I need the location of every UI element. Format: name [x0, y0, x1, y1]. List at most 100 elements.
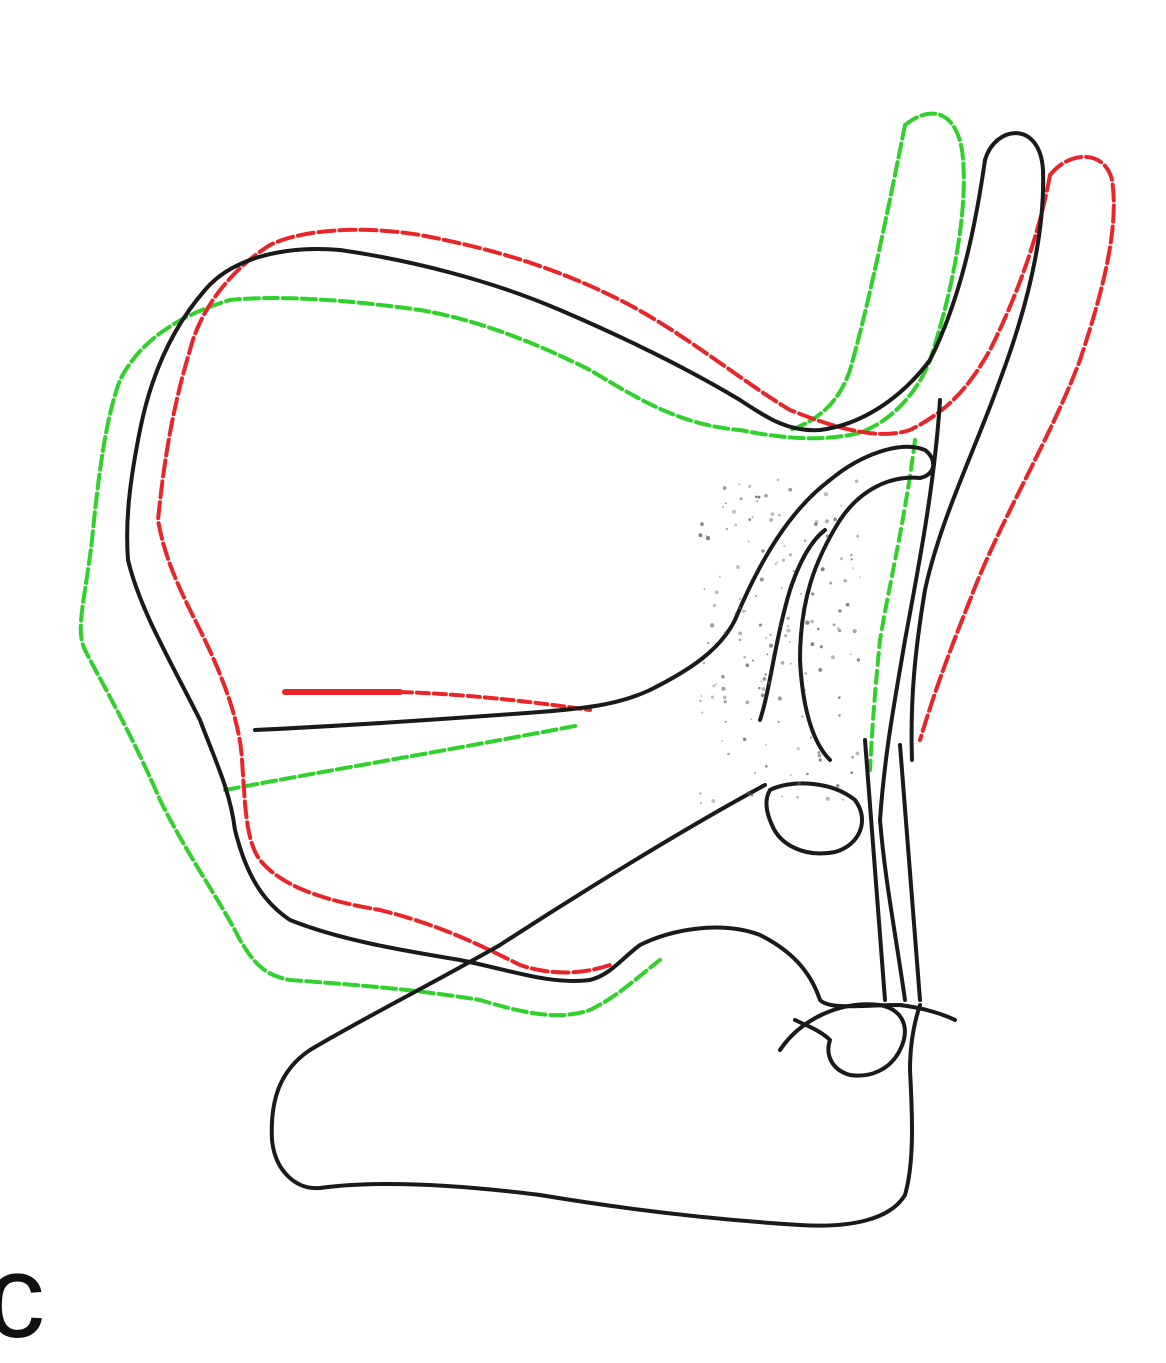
- stipple-dot: [755, 569, 758, 573]
- red-tongue-line-dashed: [398, 690, 592, 712]
- stipple-dot: [757, 495, 761, 499]
- stipple-dot: [856, 534, 860, 538]
- stipple-dot: [830, 655, 835, 660]
- black-palate-contour: [909, 131, 1046, 762]
- stipple-dot: [710, 695, 714, 699]
- black-hyoid-blob: [764, 781, 865, 856]
- stipple-dot: [747, 540, 750, 543]
- stipple-dot: [818, 667, 823, 672]
- stipple-dot: [746, 791, 751, 796]
- stipple-dot: [724, 502, 727, 505]
- stipple-dot: [823, 492, 829, 497]
- black-loop: [778, 1002, 907, 1078]
- stipple-dot: [722, 695, 727, 700]
- black-larynx-tube-left: [863, 738, 887, 1002]
- green-posterior-wall: [868, 438, 917, 772]
- stipple-dot: [811, 592, 815, 596]
- stipple-dot: [788, 640, 791, 643]
- stipple-dot: [836, 627, 840, 630]
- epiglottis-shading: [698, 478, 861, 805]
- black-epiglottis-inner: [758, 528, 827, 722]
- stipple-dot: [820, 567, 825, 572]
- stipple-dot: [770, 512, 775, 516]
- stipple-dot: [855, 751, 860, 756]
- stipple-dot: [840, 557, 843, 561]
- stipple-dot: [764, 743, 767, 746]
- stipple-dot: [810, 619, 814, 624]
- stipple-dot: [796, 747, 800, 751]
- stipple-dot: [750, 793, 754, 797]
- stipple-dot: [765, 636, 768, 639]
- stipple-dot: [851, 755, 854, 759]
- stipple-dot: [792, 570, 795, 573]
- stipple-dot: [850, 771, 854, 775]
- stipple-dot: [758, 686, 761, 690]
- stipple-dot: [700, 695, 703, 697]
- green-outline: [78, 111, 966, 1018]
- stipple-dot: [840, 504, 842, 507]
- stipple-dot: [849, 653, 852, 656]
- stipple-dot: [799, 592, 802, 595]
- stipple-dot: [816, 627, 820, 631]
- stipple-dot: [767, 681, 771, 685]
- stipple-dot: [774, 562, 777, 565]
- stipple-dot: [837, 696, 841, 700]
- stipple-dot: [768, 643, 774, 648]
- stipple-dot: [698, 533, 703, 538]
- stipple-dot: [738, 631, 743, 636]
- stipple-dot: [741, 609, 745, 613]
- stipple-dot: [788, 487, 792, 492]
- stipple-dot: [769, 633, 772, 637]
- stipple-dot: [700, 522, 704, 526]
- green-tongue-line: [223, 723, 582, 792]
- stipple-dot: [850, 558, 853, 561]
- stipple-dot: [760, 680, 763, 683]
- stipple-dot: [738, 483, 741, 486]
- stipple-dot: [739, 497, 743, 501]
- stipple-dot: [724, 720, 727, 723]
- stipple-dot: [738, 638, 742, 642]
- stipple-dot: [805, 620, 810, 625]
- stipple-dot: [750, 718, 753, 721]
- stipple-dot: [804, 539, 807, 542]
- stipple-dot: [705, 535, 711, 541]
- black-diagonal-line: [308, 783, 767, 1052]
- stipple-dot: [824, 519, 829, 524]
- stipple-dot: [776, 560, 779, 563]
- stipple-dot: [764, 673, 767, 676]
- stipple-dot: [753, 771, 757, 775]
- stipple-dot: [722, 486, 727, 490]
- stipple-dot: [723, 700, 727, 704]
- stipple-dot: [854, 479, 859, 483]
- stipple-dot: [721, 686, 726, 691]
- stipple-dot: [727, 752, 730, 756]
- stipple-dot: [769, 672, 772, 675]
- stipple-dot: [745, 663, 750, 668]
- stipple-dot: [755, 500, 759, 503]
- stipple-dot: [720, 739, 723, 742]
- stipple-dot: [699, 699, 702, 702]
- black-posterior-wall: [878, 398, 942, 1002]
- stipple-dot: [723, 631, 727, 635]
- stipple-dot: [806, 772, 809, 776]
- stipple-dot: [747, 484, 752, 489]
- stipple-dot: [838, 695, 841, 699]
- stipple-dot: [711, 798, 716, 803]
- stipple-dot: [803, 689, 806, 692]
- panel-label: c: [0, 1231, 45, 1363]
- stipple-dot: [760, 693, 765, 698]
- stipple-dot: [709, 623, 715, 628]
- stipple-dot: [762, 677, 767, 681]
- black-lower-contour: [588, 925, 957, 1022]
- stipple-dot: [734, 523, 738, 527]
- stipple-dot: [766, 653, 769, 656]
- stipple-dot: [743, 655, 746, 659]
- stipple-dot: [786, 616, 790, 621]
- stipple-dot: [732, 509, 736, 514]
- stipple-dot: [825, 796, 830, 801]
- stipple-dot: [801, 715, 804, 718]
- stipple-dot: [742, 737, 747, 742]
- stipple-dot: [751, 659, 754, 662]
- red-palate-contour: [918, 154, 1116, 742]
